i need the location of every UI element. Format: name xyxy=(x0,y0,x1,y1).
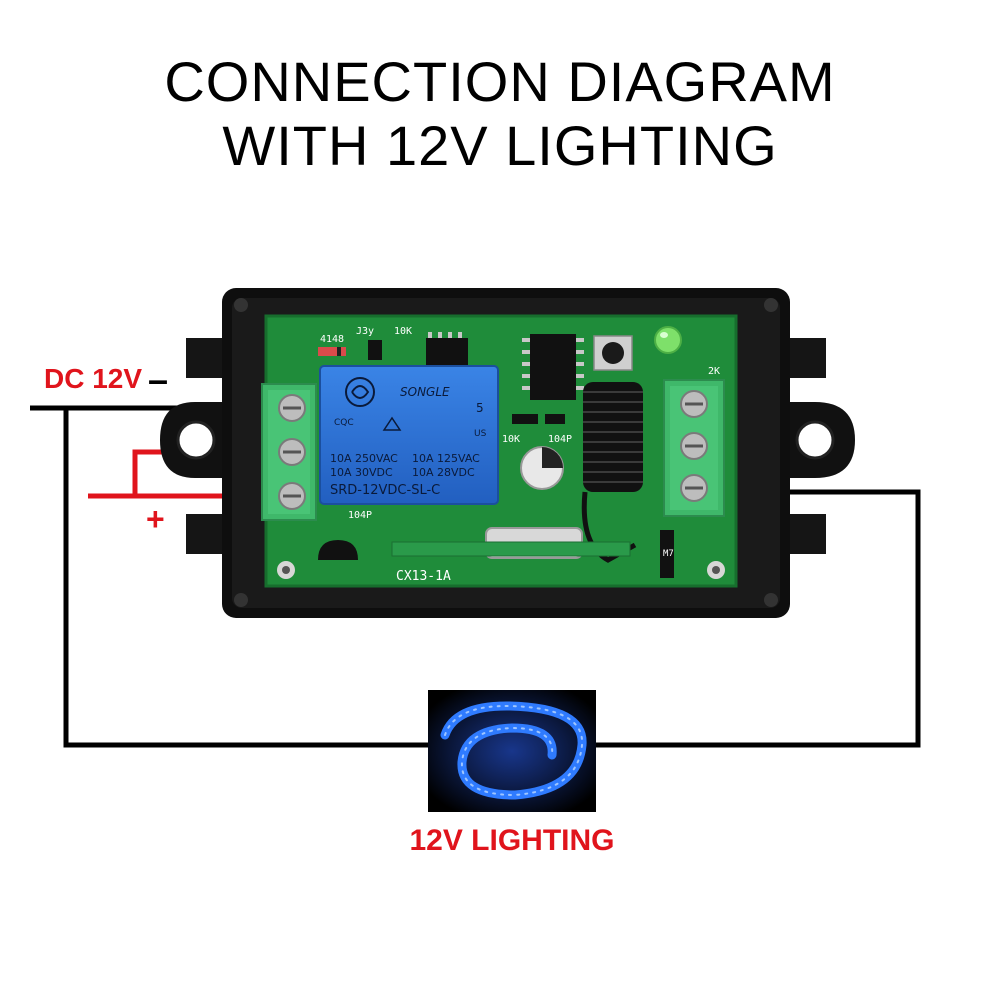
relay: SONGLE CQC 5 US 10A 250VAC 10A 30VDC 10A… xyxy=(319,365,499,505)
relay-model: SRD-12VDC-SL-C xyxy=(330,483,440,498)
plus-label: + xyxy=(146,501,165,537)
relay-cert-us: US xyxy=(474,429,487,439)
wire-lighting-right xyxy=(595,489,921,748)
capacitor xyxy=(520,446,564,490)
marking-4148: 4148 xyxy=(320,334,344,345)
marking-m7: M7 xyxy=(663,549,674,559)
terminal-screw-2[interactable] xyxy=(278,438,306,466)
learn-button[interactable] xyxy=(593,335,633,371)
relay-cert-cqc: CQC xyxy=(334,418,354,428)
terminal-screw-1[interactable] xyxy=(278,394,306,422)
marking-2k: 2K xyxy=(708,366,720,377)
marking-cx13: CX13-1A xyxy=(396,569,451,584)
marking-10k-top: 10K xyxy=(394,326,412,337)
lighting-label: 12V LIGHTING xyxy=(409,824,614,857)
marking-104p-mid: 104P xyxy=(548,434,572,445)
dc-supply-label: DC 12V xyxy=(44,363,142,394)
minus-label: – xyxy=(148,359,168,400)
title-line-1: CONNECTION DIAGRAM xyxy=(164,50,836,113)
relay-rating-1: 10A 250VAC xyxy=(330,452,398,465)
diode xyxy=(318,347,346,356)
terminal-screw-3[interactable] xyxy=(278,482,306,510)
relay-rating-4: 10A 28VDC xyxy=(412,466,475,479)
marking-j3y: J3y xyxy=(356,326,374,337)
antenna-coil xyxy=(581,382,643,563)
marking-10k-mid: 10K xyxy=(502,434,520,445)
led-strip-image xyxy=(428,690,596,812)
terminal-block-right xyxy=(663,379,725,517)
transistor xyxy=(318,540,358,560)
terminal-screw-6[interactable] xyxy=(680,474,708,502)
wire-lighting-left xyxy=(63,408,430,748)
marking-104p-left: 104P xyxy=(348,510,372,521)
terminal-screw-4[interactable] xyxy=(680,390,708,418)
relay-rating-3: 10A 125VAC xyxy=(412,452,480,465)
terminal-block-left xyxy=(261,383,317,521)
warning-triangle-icon xyxy=(382,416,402,431)
relay-rating-2: 10A 30VDC xyxy=(330,466,393,479)
title-line-2: WITH 12V LIGHTING xyxy=(222,114,778,177)
relay-brand: SONGLE xyxy=(400,385,450,399)
terminal-screw-5[interactable] xyxy=(680,432,708,460)
status-led xyxy=(654,326,682,354)
ic-chip-2 xyxy=(522,334,584,400)
songle-logo-icon xyxy=(345,377,375,407)
diode-m7 xyxy=(660,530,674,578)
relay-cert-5: 5 xyxy=(476,401,484,415)
